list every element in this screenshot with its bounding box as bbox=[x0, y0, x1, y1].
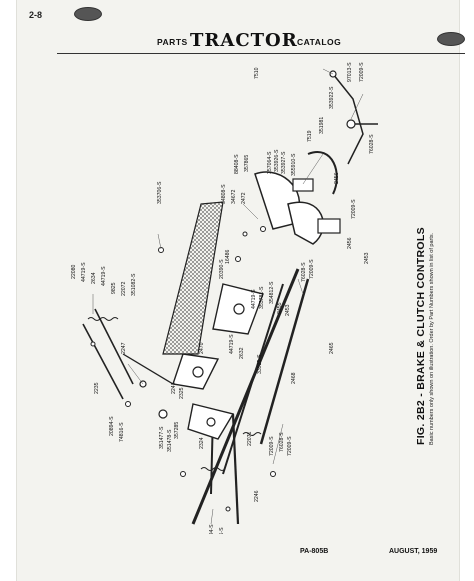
part-number-label: 2246 bbox=[254, 490, 260, 502]
part-number-label: 44719-S bbox=[101, 266, 107, 286]
part-number-label: 351477-S bbox=[159, 426, 165, 449]
part-number-label: 2472 bbox=[241, 192, 247, 204]
part-number-label: 2468 bbox=[291, 372, 297, 384]
clutch-linkage bbox=[122, 283, 264, 440]
part-number-label: 2241 bbox=[171, 382, 177, 394]
part-number-label: 72009-S bbox=[359, 62, 365, 82]
part-number-label: 16486 bbox=[225, 249, 231, 264]
part-number-label: 2247 bbox=[121, 342, 127, 354]
part-number-label: 2456 bbox=[334, 172, 340, 184]
part-number-label: 2455 bbox=[277, 302, 283, 314]
part-number-label: 357865 bbox=[244, 155, 250, 172]
part-number-label: 2235 bbox=[94, 382, 100, 394]
part-number-label: 2465 bbox=[329, 342, 335, 354]
catalog-date: AUGUST, 1959 bbox=[389, 548, 438, 555]
header-catalog-word: CATALOG bbox=[297, 37, 342, 47]
part-number-label: 7510 bbox=[254, 67, 260, 79]
part-number-label: 22080 bbox=[71, 264, 77, 279]
part-number-label: 74816-S bbox=[119, 422, 125, 442]
callout-leaders bbox=[92, 68, 364, 525]
return-springs bbox=[87, 317, 262, 471]
part-number-label: 44719-S bbox=[81, 262, 87, 282]
part-number-label: 44719-S bbox=[229, 334, 235, 354]
part-number-label: 72009-S bbox=[287, 436, 293, 456]
page-number: 2-8 bbox=[29, 10, 43, 20]
part-number-label: 357064-S bbox=[267, 151, 273, 174]
part-number-label: 353926-S bbox=[274, 149, 280, 172]
part-number-label: 22071 bbox=[247, 431, 253, 446]
part-number-label: 2324 bbox=[199, 437, 205, 449]
part-number-label: 351478-S bbox=[167, 429, 173, 452]
control-rods bbox=[82, 268, 310, 525]
part-number-label: 355910-S bbox=[291, 153, 297, 176]
part-number-label: 72009-S bbox=[351, 199, 357, 219]
part-number-label: 2453 bbox=[364, 252, 370, 264]
part-number-label: 351082-S bbox=[131, 273, 137, 296]
part-number-callouts: 7510 97013-S 72009-S 353922-S 351981 7519 7602… bbox=[71, 62, 375, 534]
part-number-label: 76028-S bbox=[279, 432, 285, 452]
part-number-label: 353922-S bbox=[329, 86, 335, 109]
part-number-label: 353781-S bbox=[259, 286, 265, 309]
figure-title: FIG. 2B2 - BRAKE & CLUTCH CONTROLS bbox=[415, 227, 427, 445]
part-number-label: 354812-S bbox=[269, 281, 275, 304]
part-number-label: 2632 bbox=[239, 347, 245, 359]
part-number-label: 20390-S bbox=[219, 259, 225, 279]
part-number-label: 76028-S bbox=[301, 262, 307, 282]
exploded-parts-diagram: 7510 97013-S 72009-S 353922-S 351981 7519 7602… bbox=[71, 62, 378, 534]
brake-pedal-assembly bbox=[254, 70, 378, 245]
figure-note: Basic numbers only shown on illustration… bbox=[429, 232, 435, 445]
part-number-label: 34808-S bbox=[221, 184, 227, 204]
catalog-page: 2-8 PARTS TRACTOR CATALOG bbox=[16, 0, 465, 581]
catalog-code: PA-805B bbox=[300, 548, 329, 555]
part-number-label: 353706-S bbox=[157, 181, 163, 204]
ford-logo-icon bbox=[74, 7, 102, 21]
part-number-label: 97013-S bbox=[347, 62, 353, 82]
header-rule bbox=[57, 53, 465, 54]
part-number-label: 76028-S bbox=[369, 134, 375, 154]
part-number-label: 44719-S bbox=[251, 289, 257, 309]
part-number-label: 2470 bbox=[199, 342, 205, 354]
part-number-label: 72009-S bbox=[309, 259, 315, 279]
part-number-label: 2634 bbox=[91, 272, 97, 284]
part-number-label: 20894-S bbox=[109, 416, 115, 436]
part-number-label: 72009-S bbox=[269, 436, 275, 456]
part-number-label: 22072 bbox=[121, 281, 127, 296]
part-number-label: 351981 bbox=[319, 117, 325, 134]
part-number-label: 34672 bbox=[231, 189, 237, 204]
part-number-label: 2325 bbox=[179, 387, 185, 399]
part-number-label: 2456 bbox=[347, 237, 353, 249]
ford-logo-icon bbox=[437, 32, 465, 46]
part-number-label: 33925-S bbox=[257, 354, 263, 374]
part-number-label: 74816-S bbox=[219, 527, 225, 534]
part-number-label: 9825 bbox=[111, 282, 117, 294]
part-number-label: 7519 bbox=[307, 130, 313, 142]
part-number-label: 20894-S bbox=[209, 524, 215, 534]
bolts-and-pins bbox=[90, 226, 276, 512]
part-number-label: 88408-S bbox=[234, 154, 240, 174]
catalog-header: PARTS TRACTOR CATALOG bbox=[157, 30, 357, 52]
header-parts-word: PARTS bbox=[157, 37, 188, 47]
part-number-label: 357285 bbox=[174, 422, 180, 439]
part-number-label: 2453 bbox=[285, 304, 291, 316]
header-title: TRACTOR bbox=[190, 30, 298, 51]
pedal-pad-plate bbox=[162, 201, 224, 355]
part-number-label: 353927-S bbox=[281, 151, 287, 174]
